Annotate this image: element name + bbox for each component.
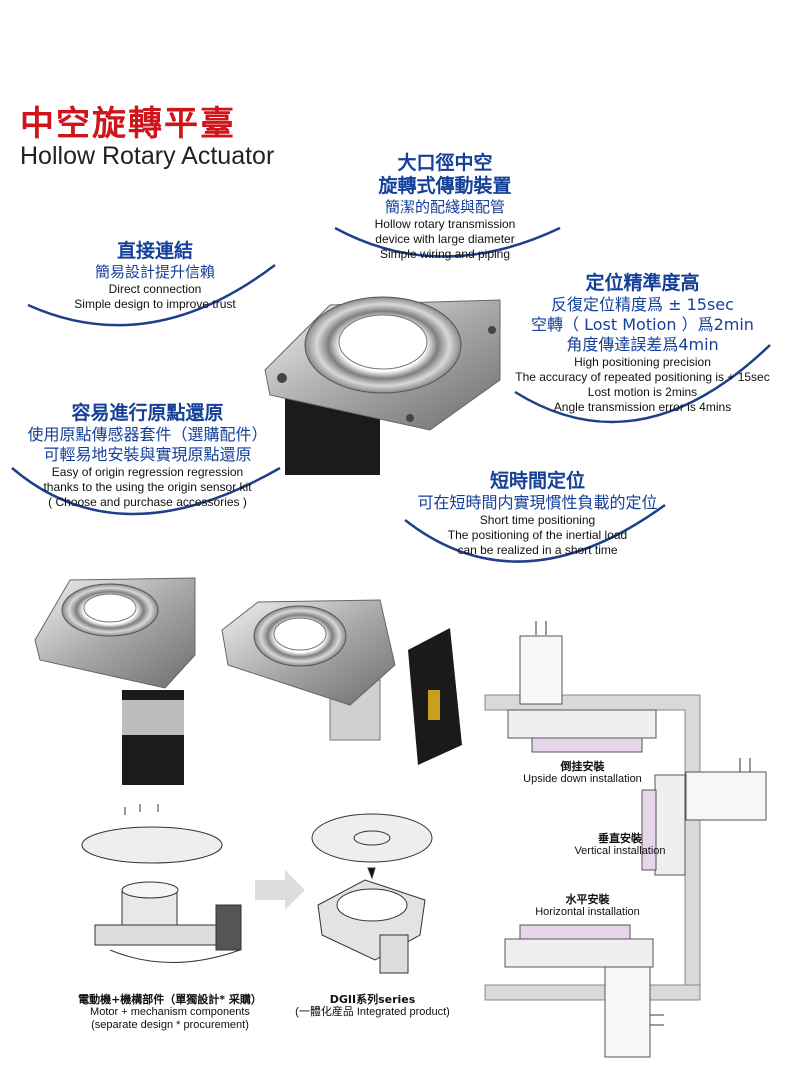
feature-subheading: 簡易設計提升信賴	[94, 263, 215, 281]
installation-diagram	[484, 621, 767, 1058]
caption-zh: 電動機+機構部件（單獨設計* 采購）	[78, 993, 262, 1006]
label-en: Horizontal installation	[535, 906, 640, 918]
feature-en-line: Simple wiring and piping	[379, 247, 511, 261]
feature-subheading: 可在短時間内實現慣性負載的定位	[417, 493, 658, 512]
feature-en-line: High positioning precision	[574, 355, 711, 369]
feature-en-line: Easy of origin regression regression	[51, 465, 244, 479]
label-horizontal: 水平安裝 Horizontal installation	[520, 893, 655, 919]
label-zh: 垂直安裝	[598, 832, 642, 845]
arc-large-bore	[334, 226, 561, 258]
feature-en-line: The accuracy of repeated positioning is …	[515, 370, 770, 384]
main-actuator-image	[264, 296, 501, 475]
caption-en-line: (separate design * procurement)	[91, 1019, 249, 1031]
caption-dgii-series: DGII系列series (一體化産品 Integrated product)	[285, 993, 460, 1019]
feature-heading: 容易進行原點還原	[71, 402, 224, 424]
feature-en-line: ( Choose and purchase accessories )	[48, 495, 247, 509]
actuator-photo-1	[34, 577, 196, 785]
feature-en-line: thanks to the using the origin sensor ki…	[43, 480, 252, 494]
decor-arcs	[11, 226, 771, 563]
feature-en-line: Short time positioning	[479, 513, 596, 527]
feature-zh-line: 使用原點傳感器套件（選購配件）	[27, 425, 268, 444]
feature-heading: 直接連結	[116, 240, 193, 262]
page-title-zh: 中空旋轉平臺	[20, 104, 236, 144]
motor-mechanism-diagram	[81, 804, 242, 963]
feature-large-bore: 大口徑中空 旋轉式傳動裝置 簡潔的配綫與配管 Hollow rotary tra…	[345, 152, 545, 262]
feature-en-line: Lost motion is 2mins	[587, 385, 698, 399]
caption-motor-mechanism: 電動機+機構部件（單獨設計* 采購） Motor + mechanism com…	[70, 993, 270, 1032]
feature-en-line: device with large diameter	[375, 232, 515, 246]
feature-zh-line: 空轉（ Lost Motion ）爲2min	[531, 315, 754, 334]
arc-short-time	[404, 503, 666, 563]
feature-zh-line: 可輕易地安裝與實現原點還原	[43, 445, 252, 464]
feature-precision: 定位精準度高 反復定位精度爲 ± 15sec 空轉（ Lost Motion ）…	[510, 272, 775, 415]
arc-origin	[11, 466, 281, 516]
dgii-series-diagram	[311, 813, 433, 974]
feature-heading: 短時間定位	[489, 470, 585, 492]
arc-precision	[514, 344, 771, 424]
label-en: Upside down installation	[523, 773, 642, 785]
feature-en-line: Simple design to improve trust	[74, 297, 236, 311]
feature-en-line: Angle transmission error is 4mins	[553, 400, 732, 414]
actuator-photo-2	[221, 599, 462, 765]
feature-heading-line: 大口徑中空	[397, 152, 493, 174]
feature-zh-line: 反復定位精度爲 ± 15sec	[551, 295, 734, 314]
caption-en-line: Motor + mechanism components	[90, 1006, 250, 1018]
feature-en-line: Hollow rotary transmission	[374, 217, 516, 231]
feature-short-time: 短時間定位 可在短時間内實現慣性負載的定位 Short time positio…	[405, 470, 670, 558]
label-zh: 倒挂安裝	[560, 760, 605, 773]
arc-direct	[27, 264, 276, 327]
feature-direct: 直接連結 簡易設計提升信賴 Direct connection Simple d…	[50, 240, 260, 312]
label-upside-down: 倒挂安裝 Upside down installation	[500, 760, 665, 786]
label-zh: 水平安裝	[565, 893, 610, 906]
feature-origin: 容易進行原點還原 使用原點傳感器套件（選購配件） 可輕易地安裝與實現原點還原 E…	[15, 402, 280, 510]
label-vertical: 垂直安裝 Vertical installation	[555, 832, 685, 858]
feature-heading-line: 旋轉式傳動裝置	[378, 175, 512, 197]
feature-zh-line: 角度傳達誤差爲4min	[566, 335, 719, 354]
feature-heading: 定位精準度高	[585, 272, 700, 294]
feature-subheading: 簡潔的配綫與配管	[384, 198, 505, 216]
feature-en-line: The positioning of the inertial load	[447, 528, 628, 542]
caption-zh: DGII系列series	[329, 993, 416, 1006]
arrow-icon	[255, 870, 305, 910]
feature-en-line: can be realized in a short time	[457, 543, 618, 557]
page-title-en: Hollow Rotary Actuator	[20, 142, 275, 170]
feature-en-line: Direct connection	[108, 282, 202, 296]
label-en: Vertical installation	[574, 845, 666, 857]
caption-line: (一體化産品 Integrated product)	[295, 1006, 450, 1018]
